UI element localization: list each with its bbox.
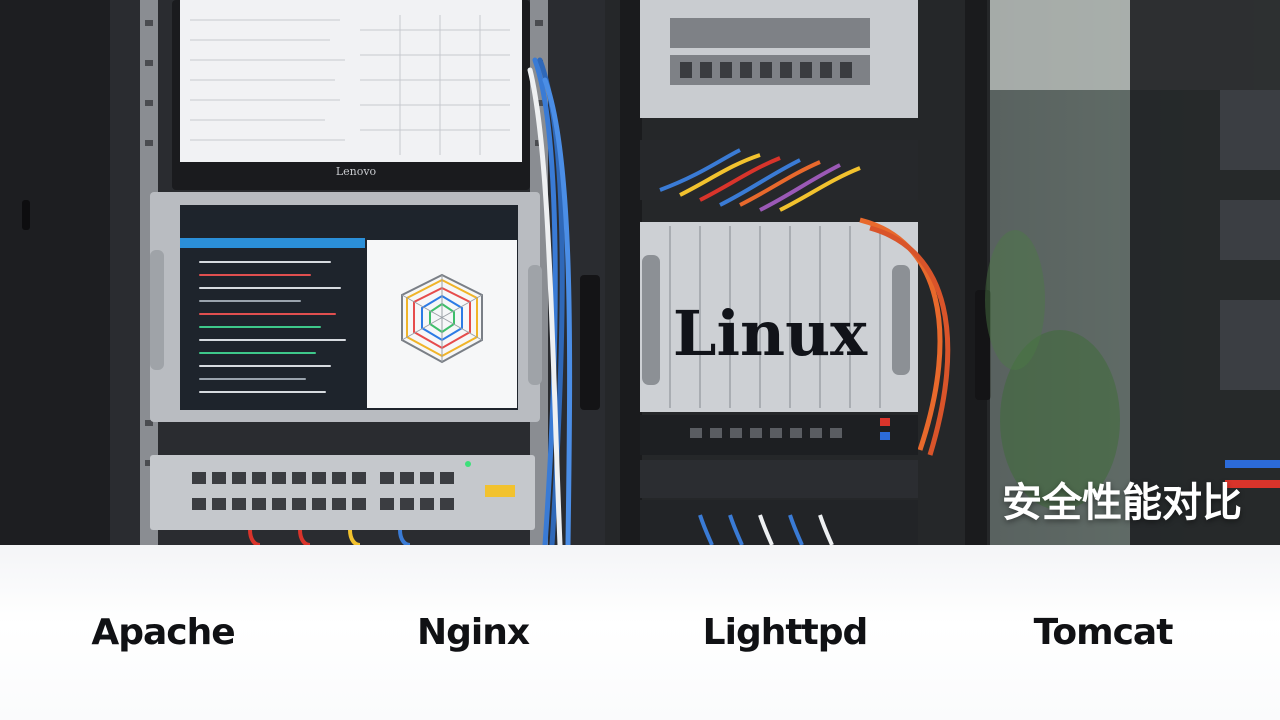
server-label-tomcat: Tomcat: [1033, 612, 1174, 653]
server-label-apache: Apache: [91, 612, 235, 653]
chassis-linux-text: Linux: [673, 297, 868, 370]
server-rack-photo: Lenovo: [0, 0, 1280, 545]
server-label-lighttpd: Lighttpd: [702, 612, 869, 653]
server-rack-illustration: Lenovo: [0, 0, 1280, 545]
server-label-nginx: Nginx: [416, 612, 530, 653]
labels-bar: [0, 545, 1280, 720]
monitor-brand-text: Lenovo: [336, 165, 377, 178]
slide-title: 安全性能对比: [1002, 480, 1242, 526]
